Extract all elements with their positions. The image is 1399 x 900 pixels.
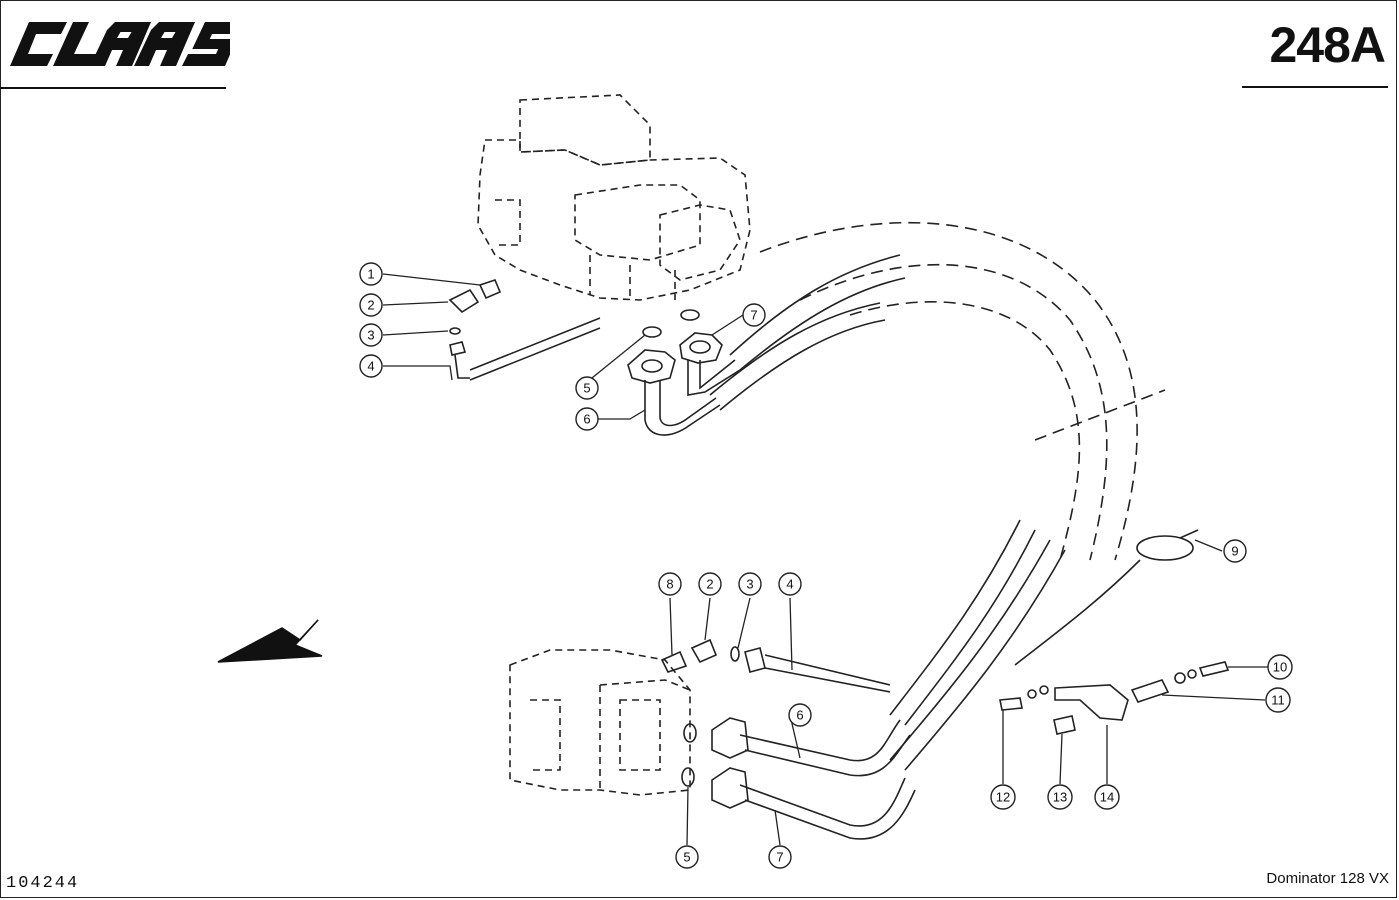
callout-label: 3 [367, 328, 374, 343]
upper-hoses [469, 254, 906, 411]
upper-valve-block [477, 94, 751, 301]
callout-3-lower [738, 572, 762, 596]
callout-label: 10 [1273, 660, 1287, 675]
lower-flange-fittings [681, 717, 916, 840]
callout-label: 7 [750, 308, 757, 323]
callout-5-upper [575, 376, 599, 400]
callout-13 [1047, 784, 1073, 810]
callout-label: 12 [996, 790, 1010, 805]
callout-3-upper [359, 323, 383, 347]
callout-7-upper [742, 303, 766, 327]
callout-label: 7 [776, 850, 783, 865]
callout-4-lower [778, 572, 802, 596]
lower-hoses [889, 519, 1141, 771]
callout-label: 4 [786, 577, 793, 592]
callout-8 [658, 572, 682, 596]
lower-valve-block [509, 649, 691, 796]
callout-4-upper [359, 354, 383, 378]
callout-label: 8 [666, 577, 673, 592]
callout-14 [1094, 784, 1120, 810]
callout-label: 11 [1271, 693, 1285, 708]
callout-label: 5 [583, 381, 590, 396]
callout-6-lower [788, 703, 812, 727]
callout-12 [990, 784, 1016, 810]
upper-small-fittings [448, 279, 502, 379]
callout-2-upper [359, 293, 383, 317]
leader-lines [382, 273, 1268, 846]
callouts [359, 262, 1293, 869]
callout-label: 2 [367, 298, 374, 313]
lower-small-fittings [660, 638, 891, 693]
hose-clamp [1136, 529, 1199, 561]
header-rule-left [0, 87, 226, 89]
machine-model: Dominator 128 VX [1266, 870, 1389, 887]
callout-label: 4 [367, 359, 374, 374]
callout-6-upper [575, 407, 599, 431]
callout-11 [1265, 687, 1291, 713]
callout-label: 13 [1053, 790, 1067, 805]
callout-label: 6 [583, 412, 590, 427]
callout-label: 14 [1100, 790, 1114, 805]
page-code: 248A [1269, 17, 1386, 73]
claas-logo [10, 22, 230, 66]
callout-label: 9 [1231, 544, 1238, 559]
hose-loops [759, 221, 1166, 561]
callout-1 [359, 262, 383, 286]
direction-arrow [217, 619, 323, 663]
callout-5-lower [675, 845, 699, 869]
callout-label: 6 [796, 708, 803, 723]
bracket-hardware [999, 661, 1230, 735]
callout-10 [1267, 654, 1293, 680]
callout-label: 1 [367, 267, 374, 282]
upper-flange-fittings [627, 309, 741, 436]
callout-label: 5 [683, 850, 690, 865]
callout-2-lower [698, 572, 722, 596]
callout-label: 2 [706, 577, 713, 592]
callout-9 [1223, 539, 1247, 563]
callout-7-lower [768, 845, 792, 869]
document-number: 104244 [6, 874, 80, 893]
header-rule-right [1242, 86, 1388, 88]
callout-label: 3 [746, 577, 753, 592]
